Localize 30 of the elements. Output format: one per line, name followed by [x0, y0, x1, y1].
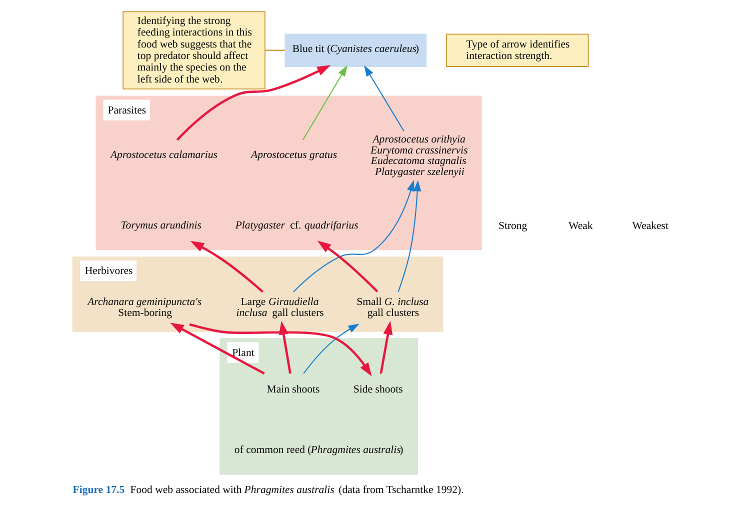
- label: of common reed (Phragmites australis): [234, 444, 403, 456]
- node-box: Identifying the strong feeding interactions in this food web suggests that the top predator should affect mainly the species on the left side of the web.: [122, 11, 265, 90]
- arrow: [188, 323, 372, 376]
- arrow: [302, 65, 347, 140]
- arrow: [302, 324, 359, 374]
- arrow: [170, 322, 264, 375]
- arrow: [364, 65, 404, 132]
- node-text: Aprostocetus gratus: [250, 149, 337, 162]
- node-text: Small G. inclusa gall clusters: [356, 296, 428, 319]
- connector: [264, 50, 284, 51]
- node-text: Large Giraudiella inclusa gall clusters: [236, 296, 324, 319]
- arrow: [292, 180, 414, 292]
- label: Weakest: [632, 220, 668, 232]
- node-text: Torymus arundinis: [120, 219, 201, 232]
- node-box: Blue tit (Cyanistes caeruleus): [284, 34, 426, 67]
- caption: Figure 17.5 Food web associated with Phragmites australis (data from Tscharntke 1992).: [72, 484, 464, 496]
- node-text: Side shoots: [352, 384, 402, 396]
- node-text: Platygaster cf. quadrifarius: [234, 219, 358, 232]
- arrow: [190, 240, 263, 293]
- node-text: Aprostocetus calamarius: [110, 149, 217, 162]
- arrow: [397, 180, 421, 292]
- arrow: [379, 320, 392, 374]
- arrow: [316, 240, 378, 292]
- node-text: Main shoots: [266, 384, 320, 396]
- node-box: Type of arrow identifies interaction strength.: [445, 34, 588, 67]
- node-text: Archanara geminipuncta's Stem-boring: [87, 296, 202, 319]
- label: Strong: [498, 220, 527, 232]
- arrow: [176, 65, 330, 141]
- label: Weak: [568, 220, 592, 232]
- node-text: Aprostocetus orithyia Eurytoma crassinervis Eudecatoma stagnalis Platygaster szelenyii: [370, 133, 468, 178]
